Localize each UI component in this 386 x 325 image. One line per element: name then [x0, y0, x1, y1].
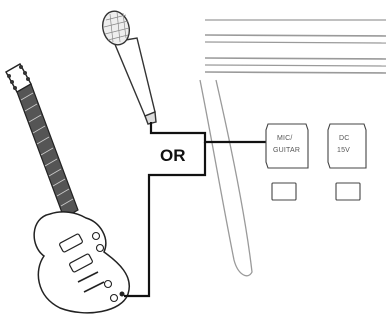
mic-guitar-jack: MIC/ GUITAR: [265, 123, 309, 201]
mic-guitar-label-line1: MIC/: [277, 135, 293, 142]
dc-label-line1: DC: [339, 135, 350, 142]
mic-cable: [149, 122, 275, 144]
microphone-icon: [101, 10, 157, 125]
mic-guitar-label-line2: GUITAR: [273, 147, 300, 154]
guitar-icon: [5, 63, 131, 314]
cable-lines: [124, 122, 275, 298]
dc-label-line2: 15V: [337, 147, 350, 154]
device-panel: [199, 19, 386, 277]
guitar-cable: [124, 142, 207, 298]
or-label: OR: [160, 146, 186, 165]
dc-15v-jack: DC 15V: [327, 123, 367, 201]
